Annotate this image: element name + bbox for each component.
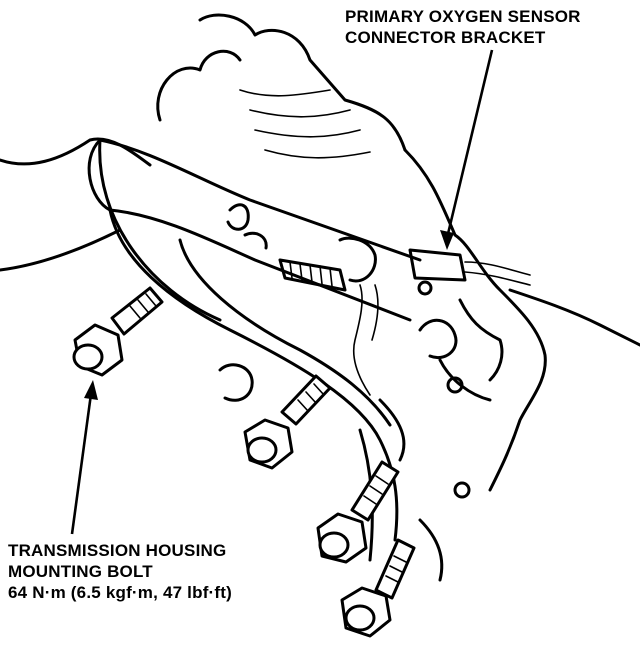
sensor-bracket-label-line1: PRIMARY OXYGEN SENSOR bbox=[345, 7, 581, 26]
transmission-bolt-label-line2: MOUNTING BOLT bbox=[8, 562, 153, 581]
mounting-bolt-3 bbox=[316, 460, 400, 564]
transmission-bolt-label-line1: TRANSMISSION HOUSING bbox=[8, 541, 227, 560]
sensor-bracket-label: PRIMARY OXYGEN SENSOR CONNECTOR BRACKET bbox=[345, 6, 581, 48]
curved-pipe bbox=[87, 138, 422, 562]
transmission-bolt-torque-spec: 64 N·m (6.5 kgf·m, 47 lbf·ft) bbox=[8, 583, 232, 602]
transmission-bolt-label: TRANSMISSION HOUSING MOUNTING BOLT 64 N·… bbox=[8, 540, 232, 603]
bolt-leader bbox=[70, 380, 98, 535]
engine-block bbox=[0, 13, 640, 582]
mounting-bolt-1 bbox=[72, 286, 164, 377]
mounting-bolt-2 bbox=[243, 374, 332, 470]
sensor-bracket-label-line2: CONNECTOR BRACKET bbox=[345, 28, 546, 47]
mounting-bolt-4 bbox=[340, 538, 416, 638]
oxygen-sensor-connector bbox=[226, 203, 531, 396]
sensor-bracket-leader bbox=[440, 49, 494, 250]
